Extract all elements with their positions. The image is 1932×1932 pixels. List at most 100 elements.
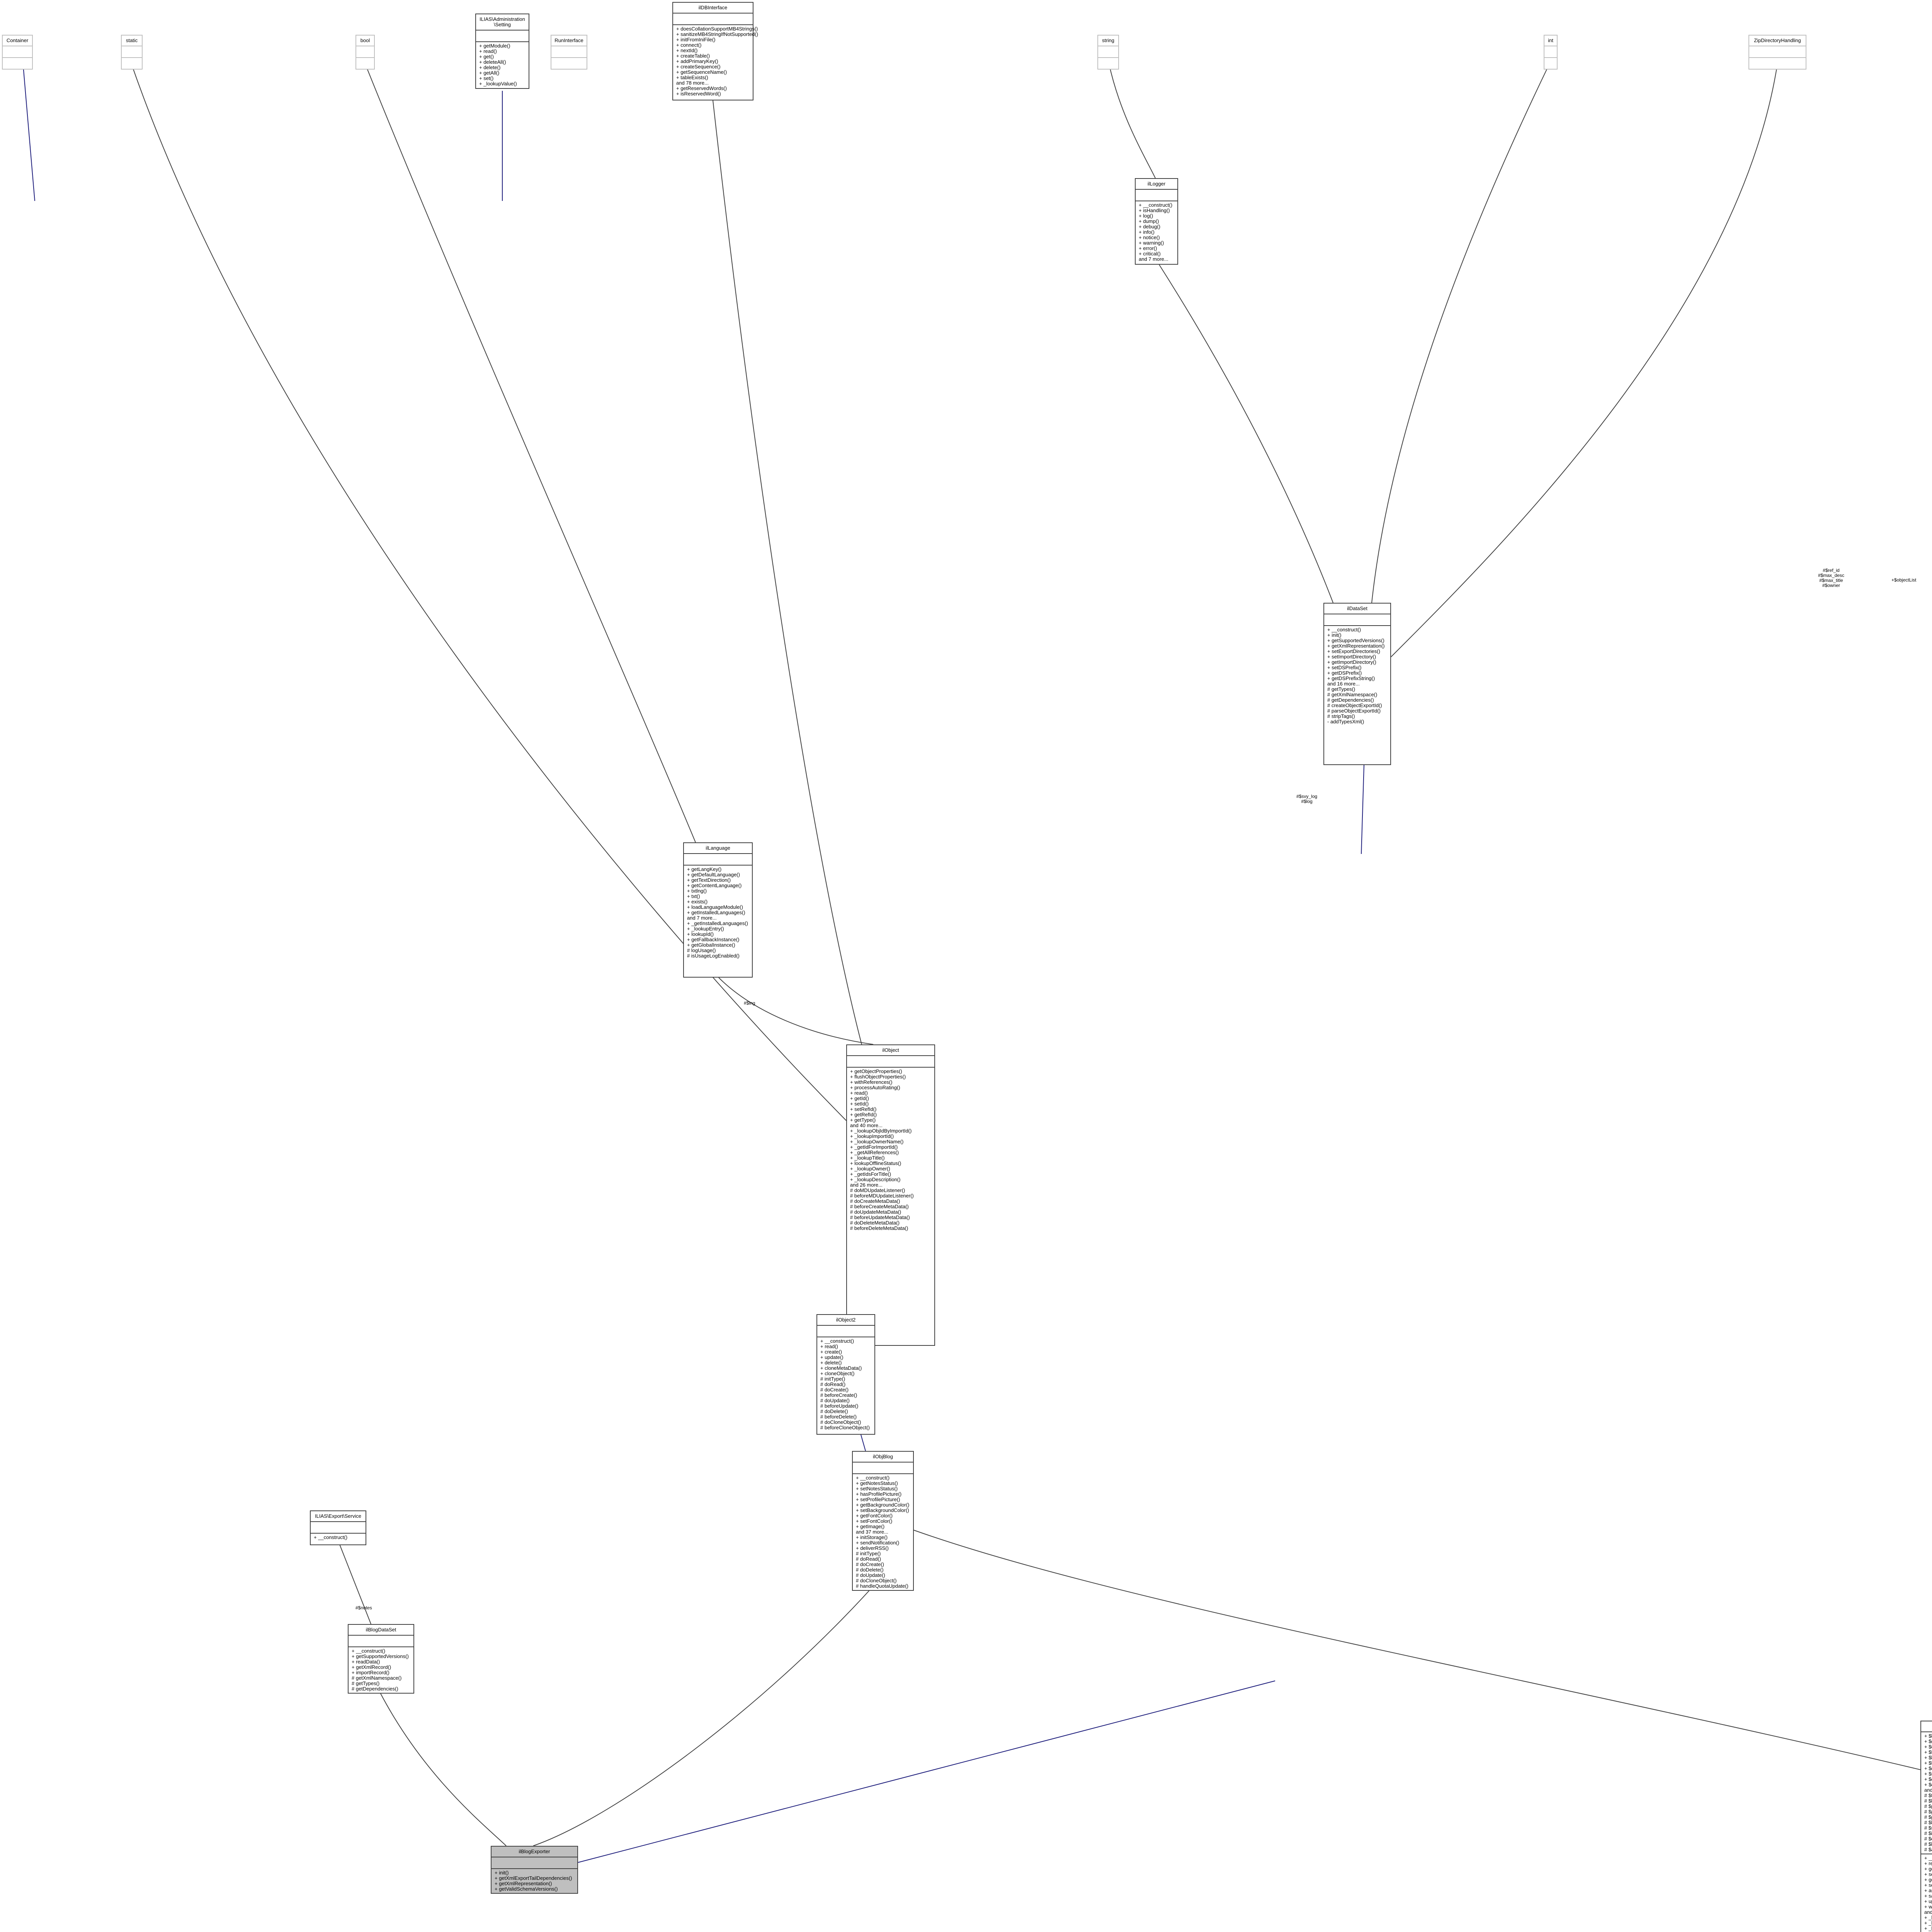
class-box-runinterface[interactable]: RunInterface — [551, 35, 587, 70]
class-operations — [122, 58, 142, 69]
class-operations — [3, 58, 32, 69]
attribute-row: + $firstname — [1924, 1749, 1932, 1755]
operation-row: + read() — [479, 48, 497, 54]
operation-row: and 78 more... — [676, 80, 709, 86]
usage-edge-blogdataset-blogexporter — [380, 1693, 507, 1846]
class-box-container[interactable]: Container — [2, 35, 33, 70]
class-name: ILIAS\Administration \Setting — [476, 14, 529, 31]
operation-row: + deliverRSS() — [856, 1545, 889, 1551]
class-operations: + getObjectProperties()+ flushObjectProp… — [847, 1068, 934, 1232]
operation-row: + exists() — [687, 899, 708, 905]
operation-row: + writeAccepted() — [1924, 1904, 1932, 1910]
operation-row: + saveAsNew() — [1924, 1893, 1932, 1899]
operation-row: # doCloneObject() — [820, 1419, 861, 1425]
class-box-dbinterface[interactable]: ilDBInterface + doesCollationSupportMB4St… — [672, 2, 758, 100]
class-name: ilDataSet — [1324, 604, 1390, 614]
operation-row: # beforeCreate() — [820, 1392, 857, 1398]
usage-edge-static-object — [131, 63, 847, 1121]
operation-row: + getFontColor() — [856, 1513, 893, 1519]
operation-row: + create() — [820, 1349, 842, 1355]
operation-row: # parseObjectExportId() — [1327, 708, 1381, 714]
operation-row: + getImage() — [856, 1524, 885, 1529]
operation-row: + txt() — [687, 893, 700, 899]
operation-row: + getSequenceName() — [676, 69, 727, 75]
class-box-object2[interactable]: ilObject2+ __construct()+ read()+ create… — [816, 1314, 875, 1435]
operation-row: # doCloneObject() — [856, 1578, 897, 1583]
class-box-dataset[interactable]: ilDataSet+ __construct()+ init()+ getSup… — [1323, 603, 1391, 765]
operation-row: + initStorage() — [856, 1534, 888, 1540]
attribute-row: # $passwd — [1924, 1803, 1932, 1809]
operation-row: # doUpdate() — [856, 1572, 885, 1578]
operation-row: # logUsage() — [687, 947, 716, 953]
operation-row: + getPasswordEncodingType() — [1924, 1866, 1932, 1872]
usage-edge-int-dataset — [1371, 63, 1550, 603]
attribute-row: # $avatar_rid — [1924, 1847, 1932, 1852]
operation-row: + getBackgroundColor() — [856, 1502, 910, 1508]
class-name: ilObject — [847, 1045, 934, 1056]
operation-row: + getXmlRepresentation() — [1327, 643, 1385, 649]
class-box-string[interactable]: string — [1097, 35, 1119, 70]
operation-row: + assignData() — [1924, 1888, 1932, 1893]
operation-row: + setExportDirectories() — [1327, 648, 1380, 654]
operation-row: # doMDUpdateListener() — [850, 1187, 905, 1193]
operation-row: + read() — [1924, 1861, 1932, 1866]
operation-row: # handleQuotaUpdate() — [856, 1583, 908, 1589]
class-attributes — [1324, 614, 1390, 626]
operation-row: + getImportDirectory() — [1327, 659, 1376, 665]
operation-row: + setFontColor() — [856, 1518, 893, 1524]
inheritance-edge-container-runinterface — [23, 65, 35, 201]
class-operations: + doesCollationSupportMB4Strings()+ sani… — [673, 25, 758, 98]
operation-row: + read() — [850, 1090, 868, 1096]
attribute-row: # $inactivation_date — [1924, 1830, 1932, 1836]
class-box-objblog[interactable]: ilObjBlog+ __construct()+ getNotesStatus… — [852, 1451, 914, 1591]
class-attributes — [847, 1056, 934, 1068]
operation-row: - addTypesXml() — [1327, 719, 1364, 724]
operation-row: + delete() — [479, 65, 501, 70]
class-operations: + getModule()+ read()+ get()+ deleteAll(… — [476, 42, 529, 88]
class-box-blogdataset[interactable]: ilBlogDataSet+ __construct()+ getSupport… — [348, 1624, 414, 1694]
class-box-objuser[interactable]: ilObjUser+ $login+ $gender+ $utitle+ $fi… — [1920, 1721, 1932, 1932]
operation-row: + dump() — [1139, 218, 1159, 224]
operation-row: + __construct() — [856, 1475, 890, 1481]
class-operations: + getLangKey()+ getDefaultLanguage()+ ge… — [684, 866, 752, 960]
class-operations: + __construct() — [311, 1534, 366, 1544]
class-box-language[interactable]: ilLanguage+ getLangKey()+ getDefaultLang… — [683, 842, 753, 978]
class-name: ilObjBlog — [853, 1452, 913, 1463]
operation-row: + createSequence() — [676, 64, 721, 70]
operation-row: + update() — [1924, 1898, 1932, 1904]
class-box-zipdir[interactable]: ZipDirectoryHandling — [1748, 35, 1806, 70]
operation-row: and 169 more... — [1924, 1909, 1932, 1915]
operation-row: + __construct() — [820, 1338, 854, 1344]
operation-row: # doUpdateMetaData() — [850, 1209, 901, 1215]
operation-row: + setPasswordSalt() — [1924, 1882, 1932, 1888]
class-box-exportservice[interactable]: ILIAS\Export\Service + __construct() — [310, 1510, 366, 1545]
operation-row: # doUpdate() — [820, 1398, 850, 1403]
class-operations: + __construct()+ read()+ getPasswordEnco… — [1921, 1854, 1932, 1932]
class-box-static[interactable]: static — [121, 35, 143, 70]
class-box-bool[interactable]: bool — [355, 35, 375, 70]
operation-row: + cloneMetaData() — [820, 1365, 862, 1371]
class-operations — [551, 58, 587, 69]
operation-row: + createTable() — [676, 53, 710, 59]
operation-row: + setRefId() — [850, 1106, 877, 1112]
operation-row: + loadLanguageModule() — [687, 904, 743, 910]
operation-row: + addPrimaryKey() — [676, 58, 718, 64]
operation-row: + getDSPrefix() — [1327, 670, 1362, 676]
class-box-int[interactable]: int — [1544, 35, 1558, 70]
class-name: ilDBInterface — [673, 3, 753, 14]
class-name: ilObjUser — [1921, 1721, 1932, 1732]
operation-row: + log() — [1139, 213, 1153, 219]
class-box-blogexporter[interactable]: ilBlogExporter+ init()+ getXmlExportTail… — [491, 1846, 578, 1894]
class-box-logger[interactable]: ilLogger+ __construct()+ isHandling()+ l… — [1135, 178, 1178, 265]
operation-row: # getDependencies() — [352, 1686, 398, 1692]
attribute-row: # $password_encoding_type — [1924, 1809, 1932, 1815]
class-box-setting[interactable]: ILIAS\Administration \Setting + getModule… — [475, 14, 529, 89]
operation-row: # initType() — [856, 1551, 881, 1556]
operation-row: + getSupportedVersions() — [1327, 638, 1384, 643]
class-operations — [1098, 58, 1118, 69]
attribute-row: + $gender — [1924, 1738, 1932, 1744]
operation-row: + _lookupClientIP() — [1924, 1931, 1932, 1932]
class-name: ILIAS\Export\Service — [311, 1511, 366, 1522]
class-box-object[interactable]: ilObject + getObjectProperties()+ flushOb… — [846, 1044, 935, 1346]
operation-row: + getPasswordSalt() — [1924, 1877, 1932, 1883]
